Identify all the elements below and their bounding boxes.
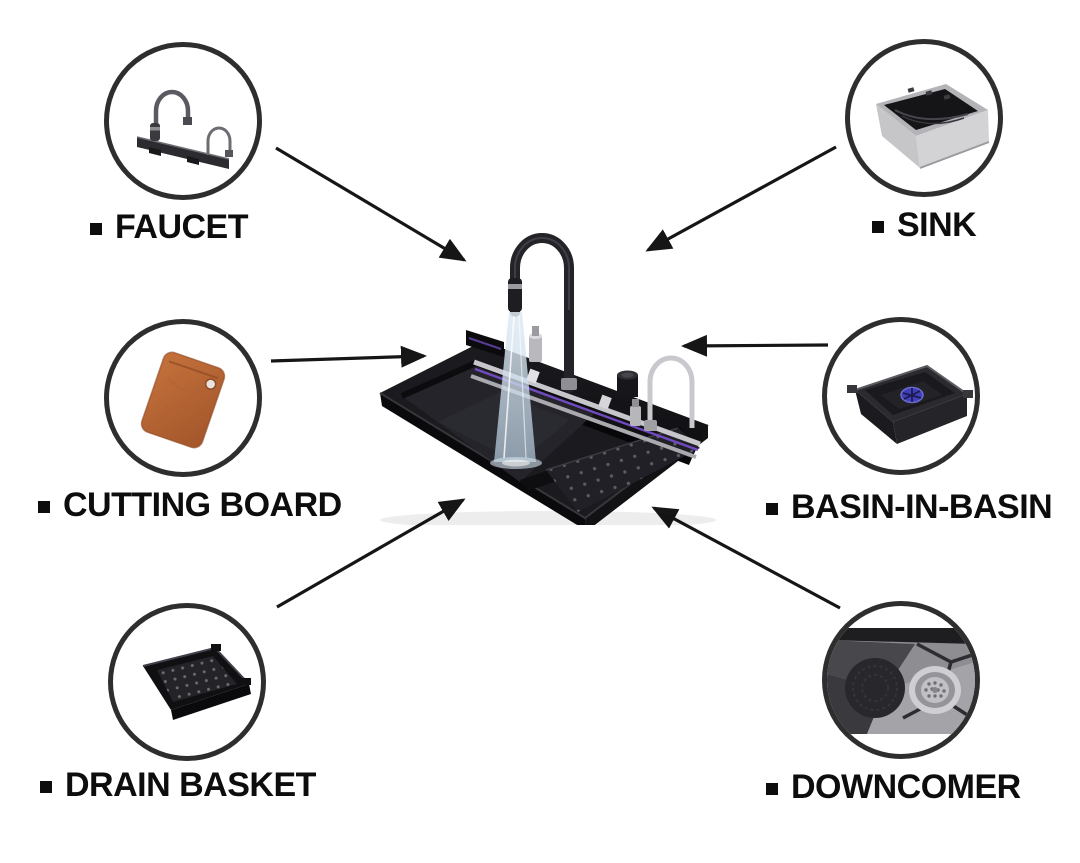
component-circle-sink — [845, 39, 1003, 197]
component-circle-downcomer — [822, 601, 980, 759]
faucet-icon — [136, 89, 233, 169]
square-bullet-icon — [766, 783, 778, 795]
arrow-drain-basket — [276, 498, 466, 609]
label-downcomer: DOWNCOMER — [766, 768, 1021, 807]
label-text-downcomer: DOWNCOMER — [791, 768, 1021, 806]
label-basin-in-basin: BASIN-IN-BASIN — [766, 488, 1053, 527]
component-circle-drain-basket — [108, 603, 266, 761]
square-bullet-icon — [40, 781, 52, 793]
label-text-drain-basket: DRAIN BASKET — [65, 766, 316, 804]
label-faucet: FAUCET — [90, 208, 249, 247]
main-sink-image — [379, 233, 716, 525]
arrow-downcomer — [651, 506, 841, 610]
downcomer-icon — [827, 628, 975, 734]
drain-basket-icon — [142, 644, 251, 720]
label-text-faucet: FAUCET — [115, 208, 249, 246]
label-text-cutting-board: CUTTING BOARD — [63, 486, 342, 524]
label-cutting-board: CUTTING BOARD — [38, 486, 342, 525]
component-circle-cutting-board — [104, 319, 262, 477]
component-circle-basin-in-basin — [822, 317, 980, 475]
arrow-basin-in-basin — [681, 334, 829, 357]
square-bullet-icon — [90, 223, 102, 235]
label-text-sink: SINK — [897, 206, 977, 244]
label-sink: SINK — [872, 206, 977, 245]
square-bullet-icon — [766, 503, 778, 515]
arrow-faucet — [275, 146, 467, 262]
arrow-cutting-board — [270, 345, 427, 368]
arrow-sink — [645, 145, 837, 252]
basin-in-basin-icon — [847, 364, 973, 444]
component-circle-faucet — [104, 42, 262, 200]
label-drain-basket: DRAIN BASKET — [40, 766, 316, 805]
square-bullet-icon — [38, 501, 50, 513]
label-text-basin-in-basin: BASIN-IN-BASIN — [791, 488, 1053, 526]
cutting-board-icon — [140, 351, 226, 449]
sink-icon — [876, 84, 990, 169]
square-bullet-icon — [872, 221, 884, 233]
